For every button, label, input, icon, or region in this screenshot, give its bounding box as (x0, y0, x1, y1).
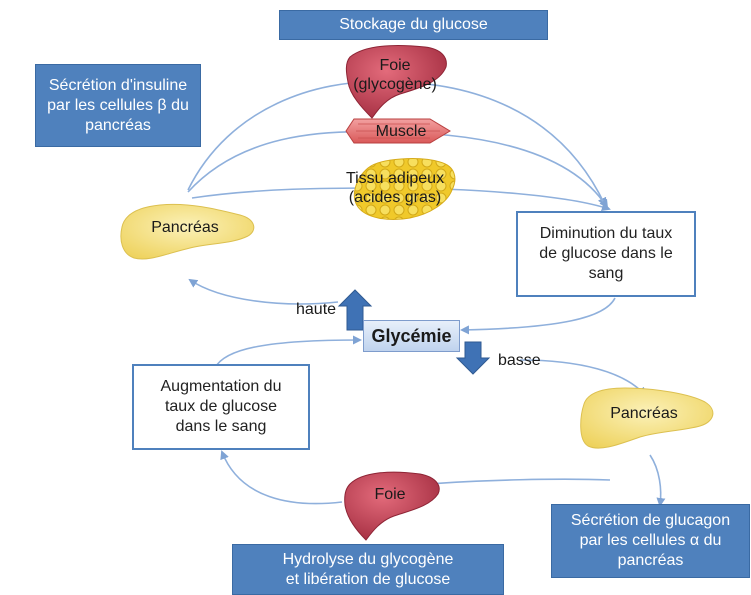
muscle-label: Muscle (375, 123, 427, 140)
adipose-tissue-icon (353, 158, 456, 221)
diminution-line-3: sang (588, 265, 624, 282)
hydrolyse-line-1: Hydrolyse du glycogène (282, 550, 454, 568)
insulin-line-2: par les cellules β du (47, 96, 189, 114)
muscle-icon (345, 118, 451, 144)
foie-top-line-1: Foie (379, 57, 411, 74)
arrow-basse-to-pancreas (519, 359, 647, 397)
arrow-haute-to-pancreas (188, 278, 339, 305)
augmentation-line-2: taux de glucose (164, 398, 278, 415)
arrow-diminution-to-glycemie (460, 297, 616, 335)
arrow-foie-to-augmentation (220, 450, 343, 505)
arrow-down-basse (455, 341, 491, 375)
glucagon-line-1: Sécrétion de glucagon (570, 512, 731, 529)
pancreas-top-label: Pancréas (151, 219, 219, 236)
foie-top-label: Foie (glycogène) (340, 56, 450, 94)
arrow-augmentation-to-glycemie (214, 335, 362, 369)
tissu-line-1: Tissu adipeux (345, 170, 445, 187)
pancreas-bottom-icon (580, 387, 714, 449)
augmentation-line-3: dans le sang (175, 418, 267, 435)
storage-title: Stockage du glucose (339, 16, 488, 33)
arrow-glucagon-to-foie (426, 478, 611, 488)
pancreas-bottom-label: Pancréas (610, 405, 678, 422)
augmentation-box: Augmentation du taux de glucose dans le … (132, 364, 310, 450)
glycemie-label: Glycémie (371, 325, 452, 346)
foie-bottom-label: Foie (374, 486, 406, 503)
tissu-line-2: (acides gras) (348, 189, 442, 207)
storage-title-box: Stockage du glucose (279, 10, 548, 40)
liver-top-icon (345, 45, 447, 119)
insulin-line-3: pancréas (85, 116, 151, 134)
insulin-secretion-box: Sécrétion d'insuline par les cellules β … (35, 64, 201, 147)
insulin-line-1: Sécrétion d'insuline (48, 76, 188, 94)
foie-top-line-2: (glycogène) (353, 76, 437, 94)
tissu-label: Tissu adipeux (acides gras) (330, 169, 460, 207)
glucagon-line-3: pancréas (617, 552, 684, 569)
hydrolyse-box: Hydrolyse du glycogène et libération de … (232, 544, 504, 595)
augmentation-line-1: Augmentation du (160, 378, 282, 395)
glucagon-secretion-box: Sécrétion de glucagon par les cellules α… (551, 504, 750, 578)
haute-label: haute (296, 301, 337, 318)
diminution-line-1: Diminution du taux (539, 225, 673, 242)
glucagon-line-2: par les cellules α du (579, 532, 722, 549)
diminution-box: Diminution du taux de glucose dans le sa… (516, 211, 696, 297)
basse-label: basse (498, 352, 541, 369)
pancreas-top-icon (120, 203, 255, 260)
diminution-line-2: de glucose dans le (539, 245, 673, 262)
hydrolyse-line-2: et libération de glucose (285, 570, 451, 588)
arrow-pancreas-to-glucagon (649, 454, 666, 507)
liver-bottom-icon (344, 471, 440, 541)
glycemie-box: Glycémie (363, 320, 460, 352)
